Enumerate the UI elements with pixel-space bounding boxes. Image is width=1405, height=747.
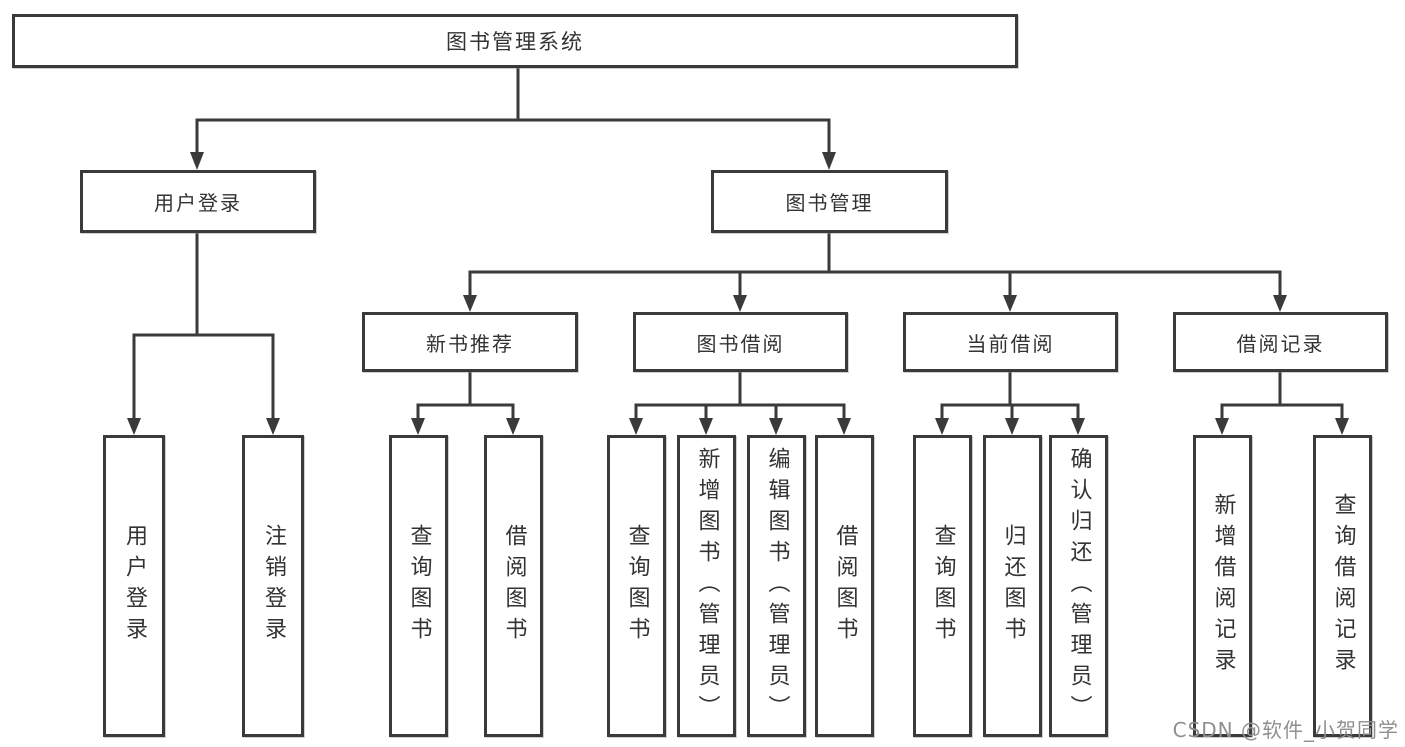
- leaf-logout: 注销登录: [242, 435, 304, 737]
- node-current-borrowing: 当前借阅: [903, 312, 1118, 372]
- arrowheads: [127, 152, 1349, 435]
- node-user-login: 用户登录: [80, 170, 316, 233]
- leaf-query-borrow-record: 查询借阅记录: [1313, 435, 1372, 737]
- csdn-watermark: CSDN @软件_小贺同学: [1172, 718, 1399, 742]
- leaf-query-book-recommend: 查询图书: [389, 435, 448, 737]
- connector-level2-rail: [195, 118, 831, 154]
- connector-userlogin-rail: [132, 333, 275, 419]
- leaf-add-book-admin: 新增图书（管理员）: [677, 435, 736, 737]
- node-borrow-records: 借阅记录: [1173, 312, 1388, 372]
- leaf-confirm-return-admin: 确认归还（管理员）: [1049, 435, 1108, 737]
- connector-level3-rail: [468, 270, 1282, 296]
- node-root-system: 图书管理系统: [12, 14, 1018, 68]
- leaf-user-login: 用户登录: [103, 435, 165, 737]
- leaf-return-book: 归还图书: [983, 435, 1042, 737]
- leaf-add-borrow-record: 新增借阅记录: [1193, 435, 1252, 737]
- leaf-query-book-current: 查询图书: [913, 435, 972, 737]
- node-new-book-recommend: 新书推荐: [362, 312, 578, 372]
- leaf-query-book-borrow: 查询图书: [607, 435, 666, 737]
- leaf-edit-book-admin: 编辑图书（管理员）: [747, 435, 806, 737]
- node-book-management: 图书管理: [711, 170, 948, 233]
- node-book-borrowing: 图书借阅: [633, 312, 848, 372]
- leaf-borrow-book-recommend: 借阅图书: [484, 435, 543, 737]
- leaf-borrow-book: 借阅图书: [815, 435, 874, 737]
